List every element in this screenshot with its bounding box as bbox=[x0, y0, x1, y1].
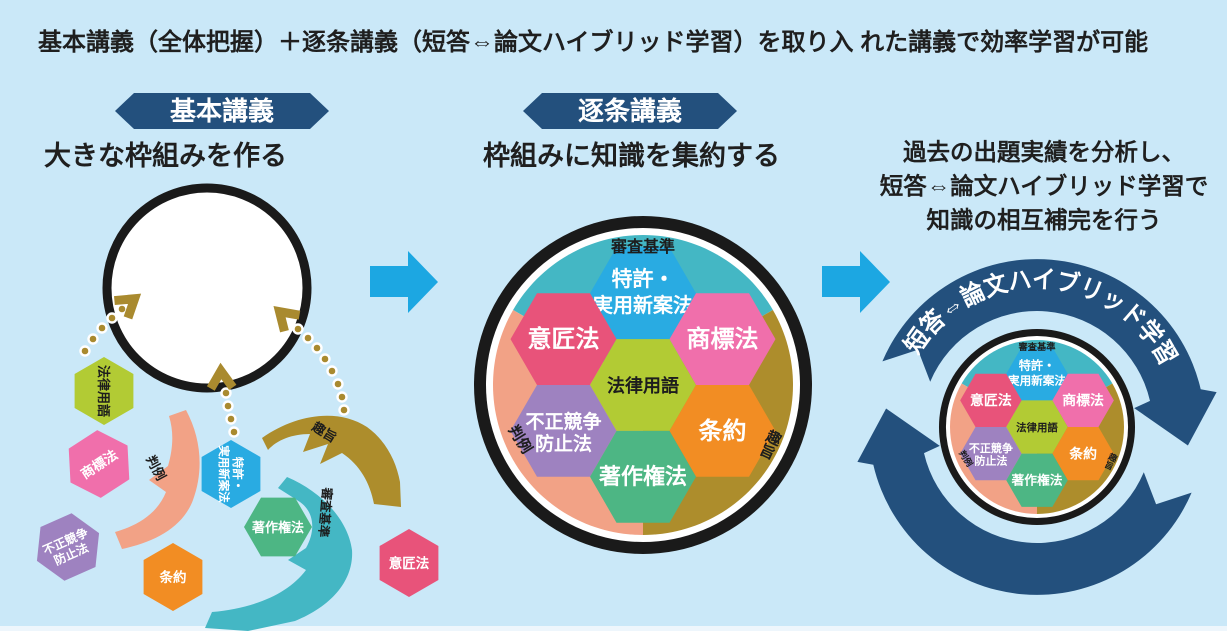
basic-section: 基本講義 大きな枠組みを作る bbox=[24, 93, 439, 631]
hybrid-text-line1: 過去の出題実績を分析し、 bbox=[903, 138, 1185, 165]
scatter-patent-label-1: 特許・ bbox=[231, 457, 245, 492]
fragment-purport: 趣旨 bbox=[262, 415, 401, 507]
hybrid-mini-circle-diagram bbox=[939, 329, 1135, 525]
bottom-strip bbox=[0, 626, 1227, 631]
scatter-design-label: 意匠法 bbox=[389, 555, 430, 571]
fragment-examination: 審査基準 bbox=[205, 477, 353, 631]
basic-subtitle: 大きな枠組みを作る bbox=[44, 140, 287, 171]
basic-banner-label: 基本講義 bbox=[170, 96, 274, 126]
scatter-hex-unfair: 不正競争 防止法 bbox=[24, 506, 112, 588]
scatter-hex-copyright: 著作権法 bbox=[244, 497, 312, 557]
scatter-patent-label-2: 実用新案法 bbox=[217, 445, 231, 503]
article-banner bbox=[523, 93, 737, 129]
scatter-hex-legal-terms: 法律用語 bbox=[74, 357, 134, 425]
step-arrow-1-icon bbox=[370, 251, 438, 313]
scatter-hex-design: 意匠法 bbox=[379, 529, 439, 597]
scatter-hex-treaty: 条約 bbox=[143, 543, 203, 611]
page-title: 基本講義（全体把握）＋逐条講義（短答⇔論文ハイブリッド学習）を取り入 れた講義で… bbox=[38, 28, 1148, 56]
scatter-hex-patent: 特許・ 実用新案法 bbox=[201, 440, 261, 508]
scatter-legal-terms-label: 法律用語 bbox=[96, 365, 111, 417]
article-subtitle: 枠組みに知識を集約する bbox=[483, 140, 780, 171]
scatter-copyright-label: 著作権法 bbox=[251, 520, 304, 535]
framework-circle bbox=[102, 183, 312, 393]
article-circle-diagram bbox=[474, 216, 812, 554]
fragment-examination-label: 審査基準 bbox=[316, 486, 335, 539]
dotted-trails bbox=[79, 303, 350, 438]
hybrid-text-line2: 短答⇔論文ハイブリッド学習で bbox=[880, 172, 1209, 199]
hybrid-text-line3: 知識の相互補完を行う bbox=[927, 206, 1162, 233]
scatter-treaty-label: 条約 bbox=[159, 569, 187, 585]
basic-banner bbox=[115, 93, 329, 129]
article-section: 逐条講義 枠組みに知識を集約する bbox=[474, 93, 812, 554]
article-banner-label: 逐条講義 bbox=[578, 96, 682, 126]
step-arrow-2-icon bbox=[822, 251, 890, 313]
scatter-hex-trademark: 商標法 bbox=[54, 420, 144, 508]
